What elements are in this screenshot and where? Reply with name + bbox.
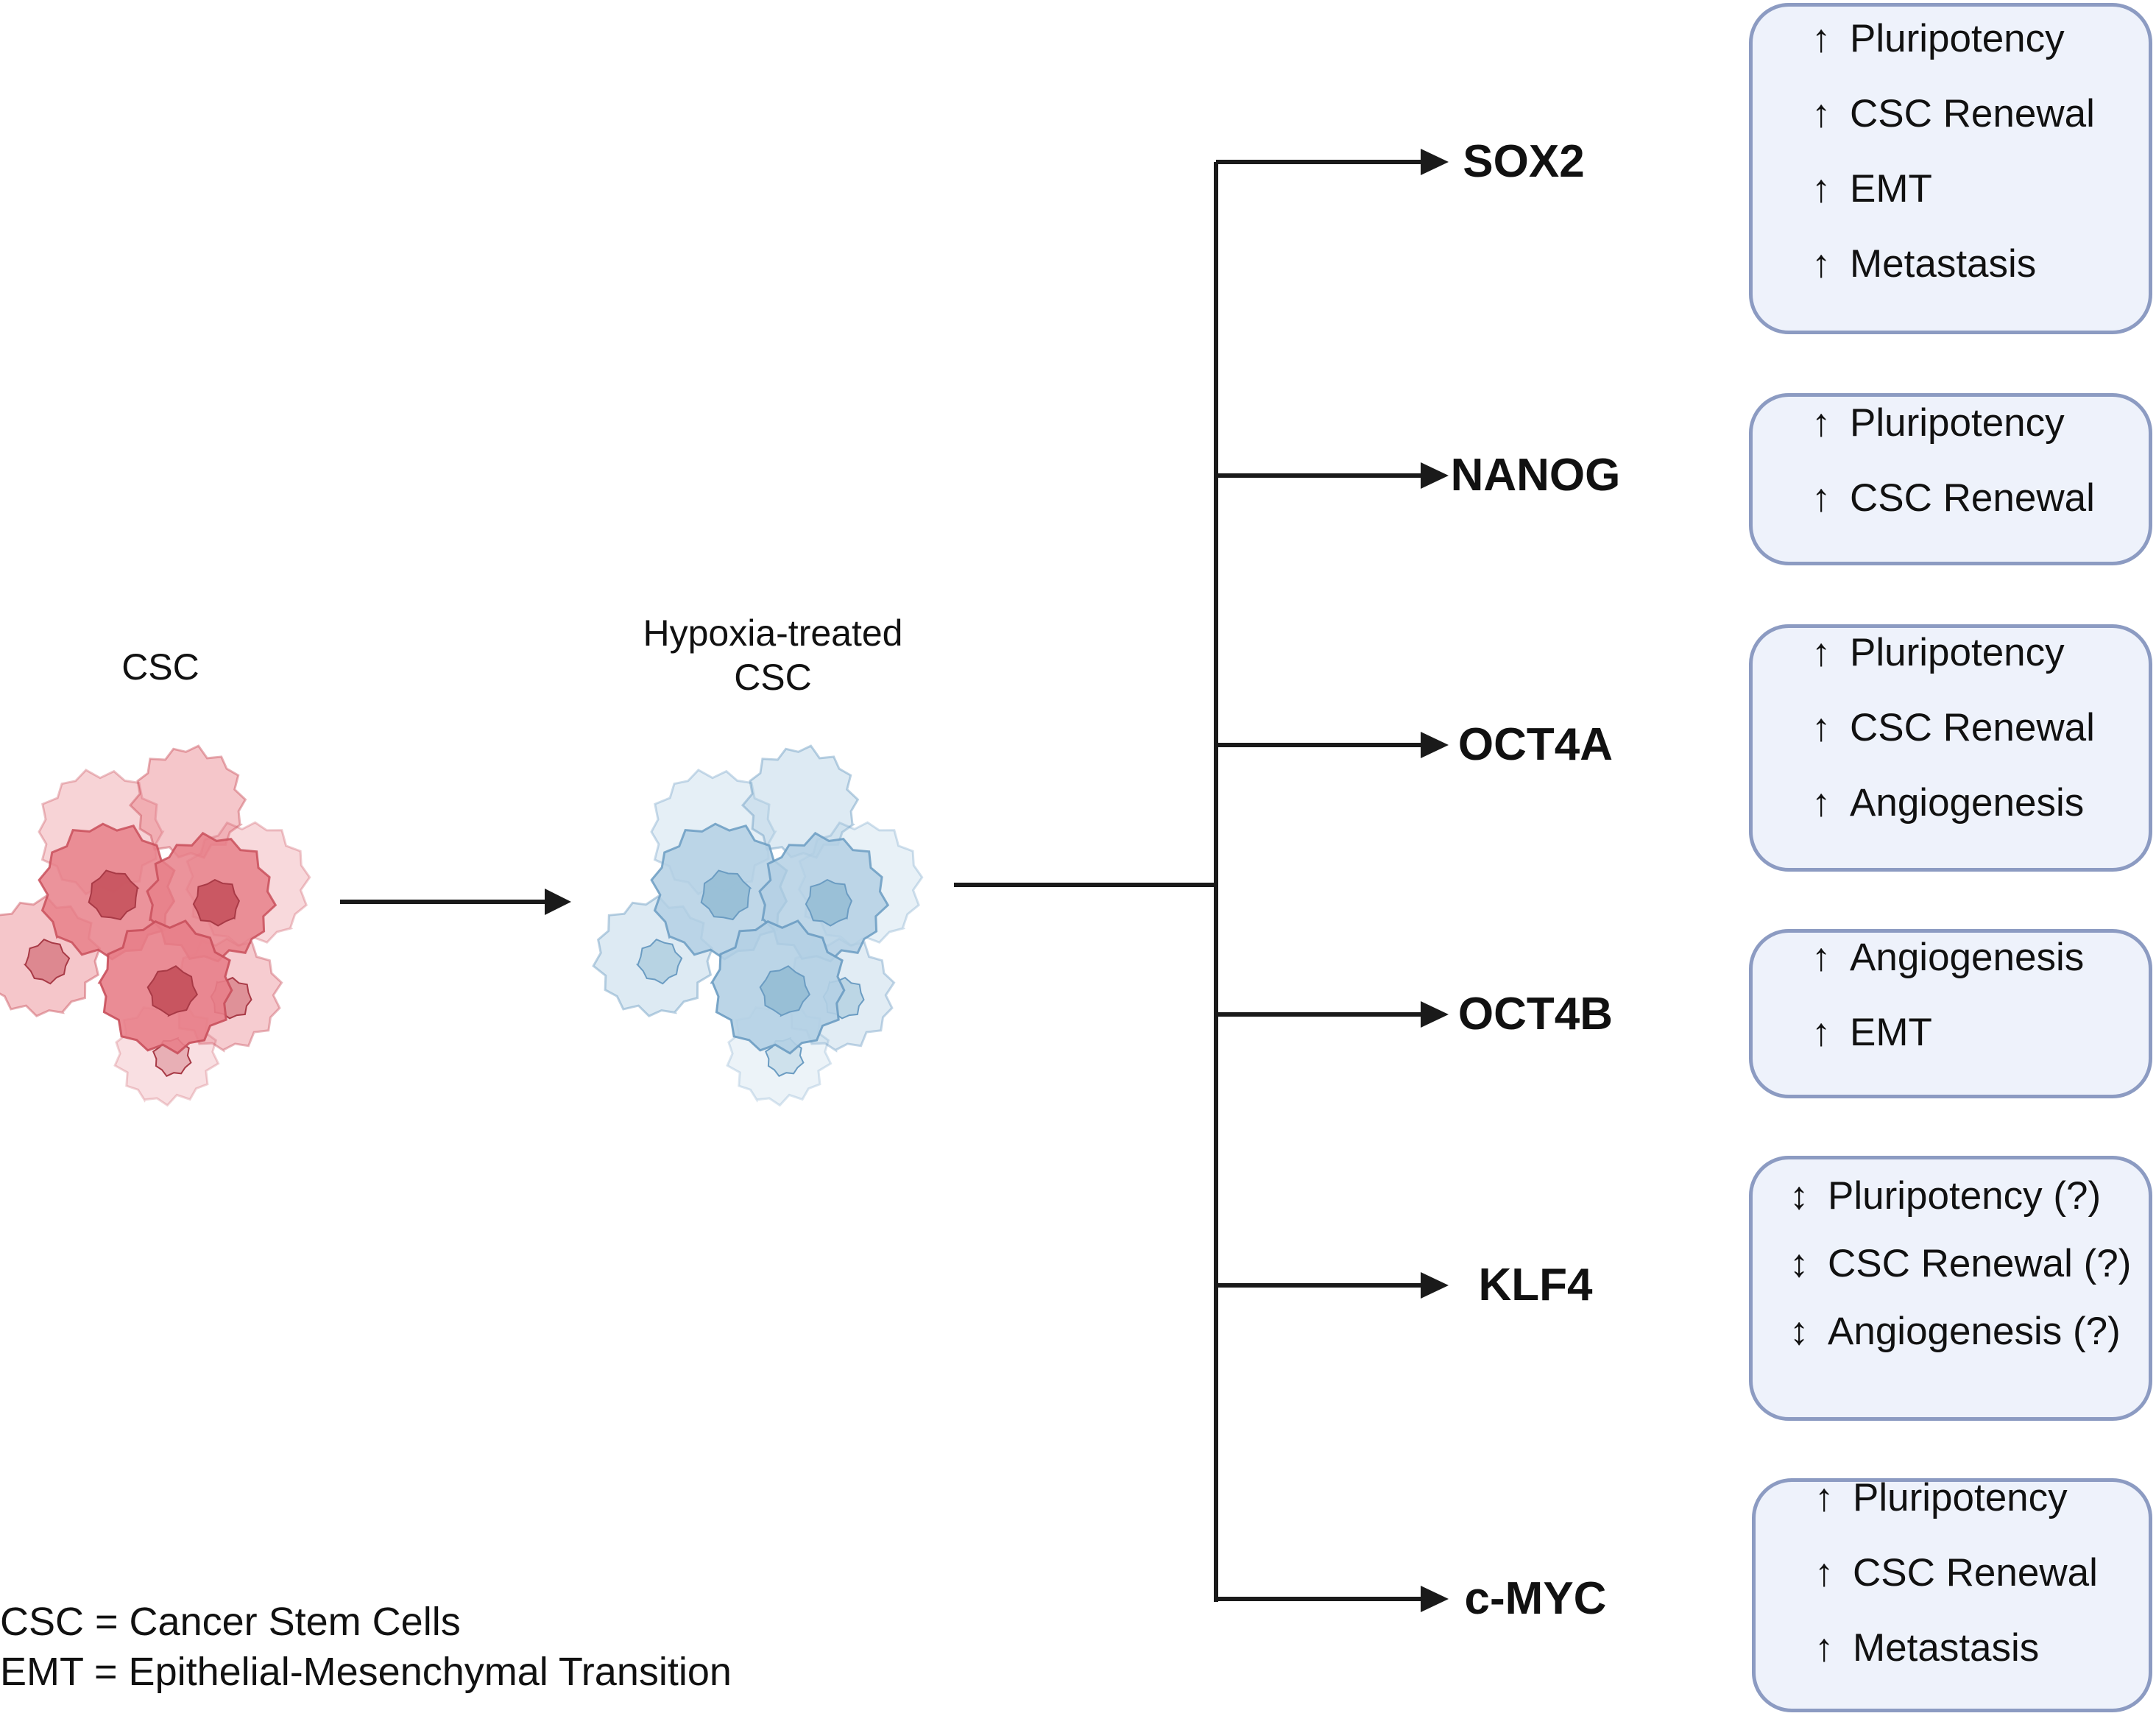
effect-item: ↑ EMT	[1812, 166, 1932, 213]
hypoxia-label-line2: CSC	[734, 657, 812, 698]
effect-text: Pluripotency	[1850, 631, 2065, 674]
effect-text: CSC Renewal	[1850, 92, 2095, 135]
effect-text: EMT	[1850, 1011, 1932, 1054]
effect-item: ↑ Angiogenesis	[1812, 780, 2084, 827]
effect-text: CSC Renewal	[1853, 1551, 2098, 1595]
effect-text: Pluripotency	[1853, 1476, 2068, 1519]
hypoxia-cell-cluster	[592, 744, 924, 1107]
effect-item: ↑ CSC Renewal	[1812, 91, 2095, 138]
effect-item: ↕ Pluripotency (?)	[1789, 1173, 2101, 1220]
hypoxia-label: Hypoxia-treated CSC	[589, 611, 957, 699]
gene-label: OCT4A	[1457, 719, 1614, 770]
up-arrow-icon: ↑	[1812, 401, 1831, 445]
effect-text: EMT	[1850, 167, 1932, 211]
effect-item: ↑ CSC Renewal	[1812, 475, 2095, 522]
effect-text: Angiogenesis	[1850, 781, 2085, 825]
up-down-arrow-icon: ↕	[1789, 1310, 1809, 1353]
legend-csc: CSC = Cancer Stem Cells	[0, 1600, 461, 1644]
effect-text: Metastasis	[1853, 1626, 2040, 1670]
up-arrow-icon: ↑	[1812, 781, 1831, 825]
effect-text: Pluripotency	[1850, 17, 2065, 60]
up-arrow-icon: ↑	[1812, 242, 1831, 286]
effects-box: ↑ Pluripotency ↑ CSC Renewal ↑ EMT ↑ Metastasis	[1749, 3, 2152, 334]
branch-arrow	[1216, 149, 1449, 175]
up-arrow-icon: ↑	[1812, 936, 1831, 979]
effect-item: ↑ Pluripotency	[1812, 15, 2065, 63]
cell-nucleus	[805, 878, 853, 927]
effects-box: ↑ Pluripotency ↑ CSC Renewal ↑ Metastasis	[1752, 1475, 2152, 1712]
effect-text: Metastasis	[1850, 242, 2037, 286]
up-arrow-icon: ↑	[1812, 17, 1831, 60]
gene-label: NANOG	[1450, 450, 1621, 501]
cell-nucleus	[23, 939, 71, 985]
up-down-arrow-icon: ↕	[1789, 1174, 1809, 1218]
effect-item: ↕ CSC Renewal (?)	[1789, 1240, 2131, 1288]
gene-label: OCT4B	[1457, 989, 1614, 1039]
effect-item: ↑ Metastasis	[1814, 1625, 2039, 1672]
effect-item: ↑ Pluripotency	[1814, 1475, 2068, 1522]
hypoxia-label-line1: Hypoxia-treated	[643, 612, 903, 654]
up-down-arrow-icon: ↕	[1789, 1242, 1809, 1285]
effect-item: ↑ Pluripotency	[1812, 629, 2065, 677]
effect-item: ↑ CSC Renewal	[1814, 1550, 2098, 1597]
branch-arrow	[1216, 462, 1449, 489]
cell-nucleus	[88, 869, 140, 921]
csc-cell-cluster	[0, 744, 311, 1107]
branch-arrow	[1216, 1001, 1449, 1028]
effect-item: ↑ Pluripotency	[1812, 400, 2065, 447]
up-arrow-icon: ↑	[1812, 706, 1831, 749]
effect-item: ↑ Metastasis	[1812, 241, 2036, 288]
effects-box: ↕ Pluripotency (?) ↕ CSC Renewal (?) ↕ Angiog…	[1749, 1156, 2152, 1421]
effect-text: Pluripotency	[1850, 401, 2065, 445]
effects-box: ↑ Pluripotency ↑ CSC Renewal ↑ Angiogenesis	[1749, 624, 2152, 872]
effect-text: CSC Renewal (?)	[1828, 1242, 2132, 1285]
effect-text: CSC Renewal	[1850, 476, 2095, 520]
gene-label: SOX2	[1463, 136, 1585, 187]
gene-label: c-MYC	[1464, 1573, 1607, 1624]
cell-nucleus	[759, 965, 810, 1017]
branch-arrow	[1216, 1586, 1449, 1612]
up-arrow-icon: ↑	[1812, 631, 1831, 674]
up-arrow-icon: ↑	[1814, 1551, 1834, 1595]
effect-item: ↑ CSC Renewal	[1812, 705, 2095, 752]
effects-box: ↑ Pluripotency ↑ CSC Renewal	[1749, 393, 2152, 565]
up-arrow-icon: ↑	[1814, 1626, 1834, 1670]
legend-emt: EMT = Epithelial-Mesenchymal Transition	[0, 1650, 732, 1694]
effect-text: Pluripotency (?)	[1828, 1174, 2102, 1218]
effect-item: ↑ EMT	[1812, 1009, 1932, 1056]
cell-nucleus	[635, 939, 683, 985]
cell-nucleus	[700, 869, 752, 921]
up-arrow-icon: ↑	[1812, 476, 1831, 520]
up-arrow-icon: ↑	[1812, 1011, 1831, 1054]
csc-label: CSC	[121, 646, 199, 688]
effect-text: CSC Renewal	[1850, 706, 2095, 749]
cell-nucleus	[146, 965, 198, 1017]
effect-item: ↕ Angiogenesis (?)	[1789, 1308, 2121, 1355]
up-arrow-icon: ↑	[1814, 1476, 1834, 1519]
branch-arrow	[1216, 1272, 1449, 1299]
branch-arrow	[1216, 732, 1449, 758]
up-arrow-icon: ↑	[1812, 167, 1831, 211]
effects-box: ↑ Angiogenesis ↑ EMT	[1749, 929, 2152, 1098]
treatment-arrow	[340, 889, 571, 915]
effect-text: Angiogenesis	[1850, 936, 2085, 979]
gene-label: KLF4	[1478, 1260, 1593, 1310]
up-arrow-icon: ↑	[1812, 92, 1831, 135]
effect-item: ↑ Angiogenesis	[1812, 934, 2084, 981]
effect-text: Angiogenesis (?)	[1828, 1310, 2121, 1353]
cell-nucleus	[192, 878, 241, 927]
